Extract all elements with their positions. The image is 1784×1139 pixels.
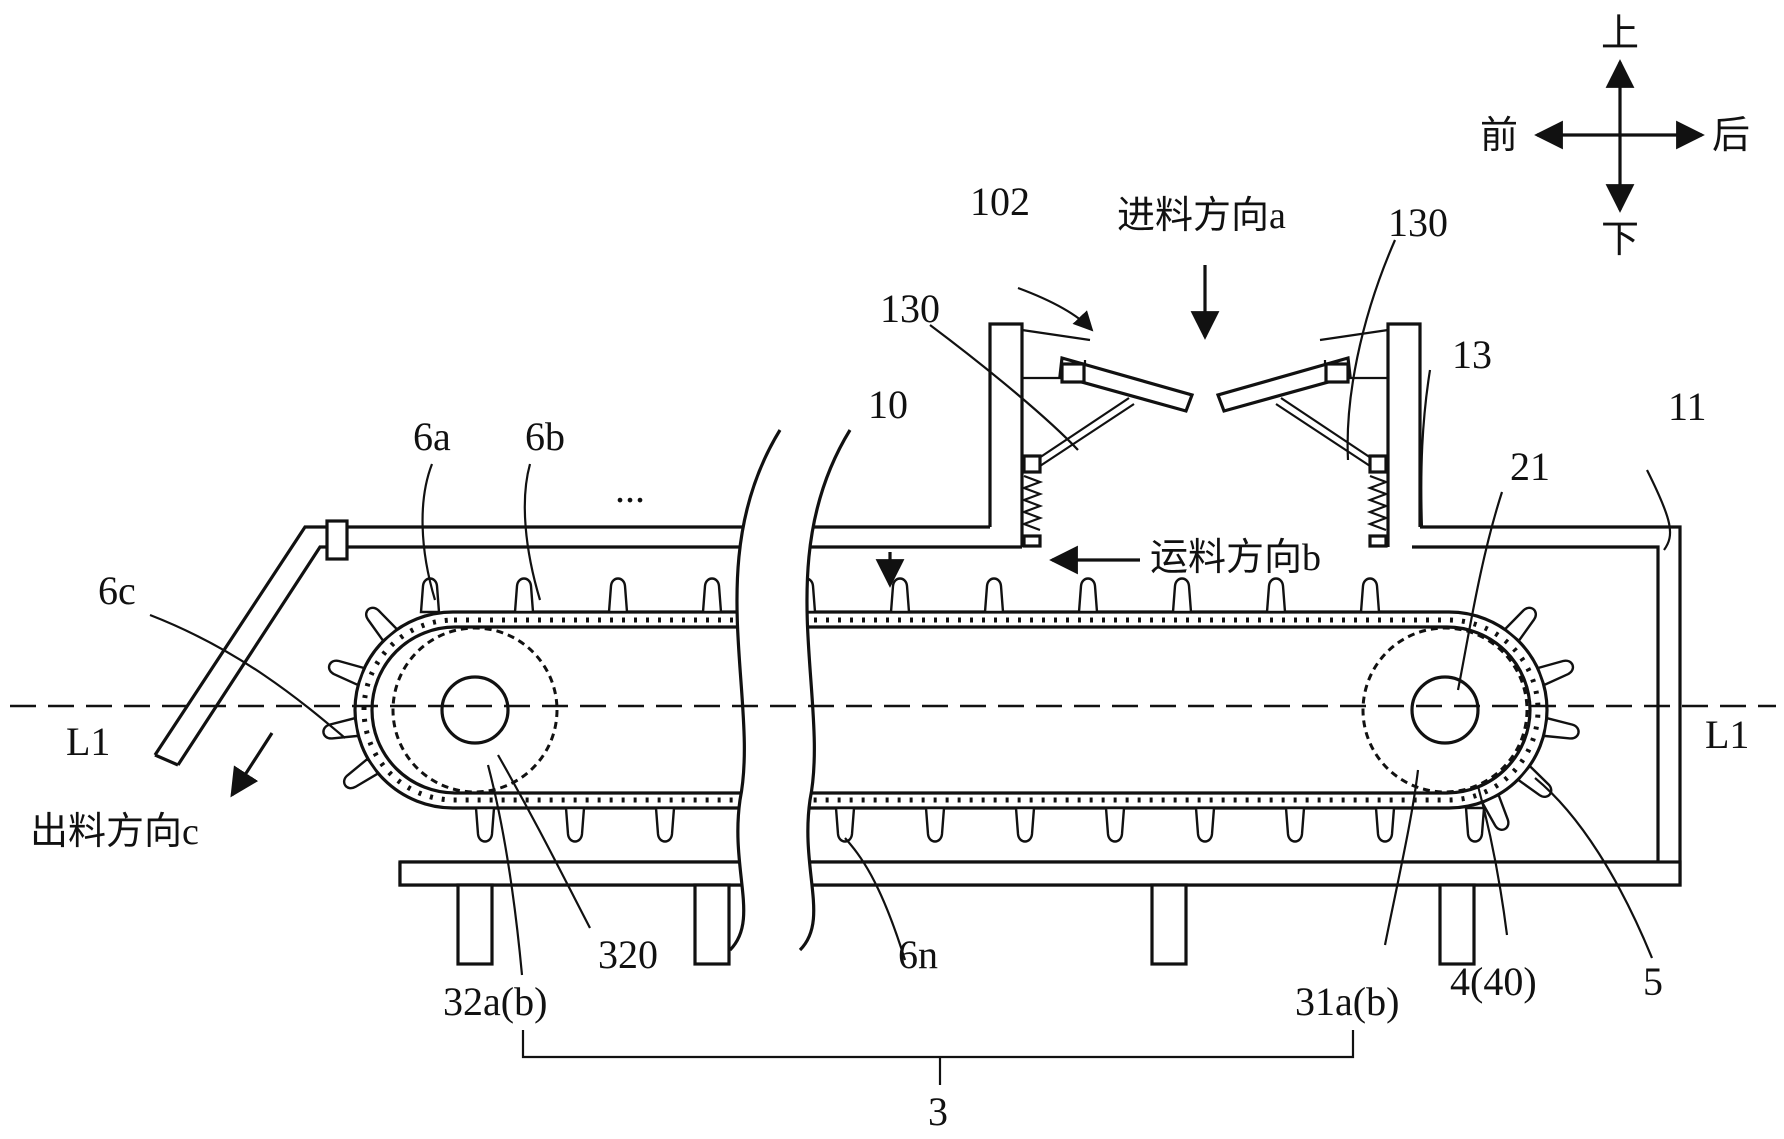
label-13: 13 [1452,332,1492,377]
flight-paddle [1077,577,1099,614]
flight-paddle [924,806,946,843]
rear-shaft [440,675,510,745]
support-leg [1438,883,1476,966]
hopper [988,322,1422,548]
flight-paddle [983,577,1005,614]
top-cover [153,519,1022,767]
label-6n: 6n [898,932,938,977]
flight-paddle [1516,764,1553,798]
support-leg [693,883,731,966]
flight-paddle [607,577,629,614]
front-shaft [1410,675,1480,745]
label-back: 后 [1712,115,1750,157]
label-11: 11 [1668,384,1707,429]
label-6c: 6c [98,568,136,613]
flight-paddle [1265,577,1287,614]
label-130-right: 130 [1388,200,1448,245]
flight-paddle [564,806,586,843]
break-line [728,429,852,952]
flight-paddle [834,806,856,843]
label-31ab: 31a(b) [1295,979,1399,1024]
labels: 进料方向a 运料方向b 出料方向c 102 130 130 13 10 11 2… [30,179,1749,1134]
flight-paddle [1503,606,1537,643]
flight-paddle [1480,793,1510,831]
discharge-arrow [230,732,274,798]
support-leg [1150,883,1188,966]
label-up: 上 [1601,13,1639,55]
hinge [325,519,349,561]
label-ellipsis: ... [615,466,645,511]
leader-102 [1017,286,1094,332]
flight-paddle [1194,806,1216,843]
pivot [1060,362,1086,384]
label-down: 下 [1601,219,1639,261]
flight-paddle [1536,659,1575,687]
flight-paddle [1542,716,1580,740]
flight-paddle [701,577,723,614]
front-sprocket [1361,626,1529,794]
label-320: 320 [598,932,658,977]
transport-direction-label: 运料方向b [1150,537,1321,579]
label-10: 10 [868,382,908,427]
flight-paddle [1014,806,1036,843]
feed-direction-label: 进料方向a [1117,195,1286,237]
flight-paddle [654,806,676,843]
label-4-40: 4(40) [1450,959,1537,1004]
label-l1-right: L1 [1705,712,1749,757]
flight-paddle [343,757,380,790]
chain-loop [353,610,1549,810]
housing-outline [398,525,1682,966]
flight-paddle [1359,577,1381,614]
support-leg [456,883,494,966]
direction-compass: 上 下 前 后 [1480,13,1750,261]
conveyor-flights [322,577,1580,843]
flight-paddle [1171,577,1193,614]
discharge-direction-label: 出料方向c [30,811,199,853]
label-l1-left: L1 [66,719,110,764]
flight-paddle [1374,806,1396,843]
rear-sprocket [391,626,559,794]
label-3: 3 [928,1089,948,1134]
label-5: 5 [1643,959,1663,1004]
flight-paddle [1284,806,1306,843]
label-6a: 6a [413,414,451,459]
flight-paddle [1464,806,1486,843]
flight-paddle [419,577,441,614]
label-102: 102 [970,179,1030,224]
flight-paddle [322,716,360,740]
label-32ab: 32a(b) [443,979,547,1024]
flight-paddle [365,606,399,643]
label-21: 21 [1510,444,1550,489]
label-front: 前 [1480,115,1518,157]
flight-paddle [327,659,366,687]
pivot [1324,362,1350,384]
flight-paddle [474,806,496,843]
label-6b: 6b [525,414,565,459]
leader-lines [149,239,1672,1085]
flight-paddle [1104,806,1126,843]
flight-paddle [889,577,911,614]
label-130-left: 130 [880,286,940,331]
flight-paddle [513,577,535,614]
